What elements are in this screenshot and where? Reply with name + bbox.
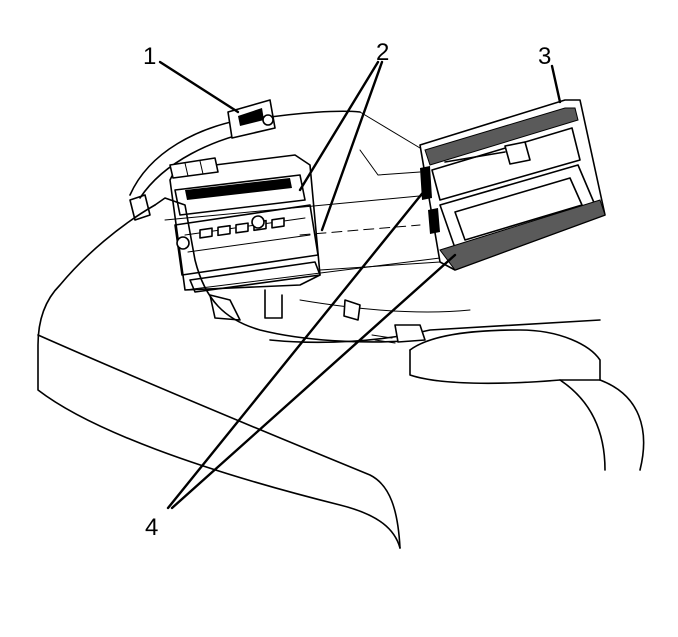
callout-2: 2 (376, 39, 389, 66)
callout-1: 1 (143, 43, 156, 70)
leader-lines (158, 60, 562, 510)
dashboard-body (37, 194, 645, 549)
trim-bezel (419, 99, 606, 271)
radio-cavity (164, 154, 441, 321)
leader-4a (166, 188, 427, 510)
leader-2a (298, 60, 380, 192)
wiring-harness (129, 99, 361, 199)
leader-1 (158, 60, 240, 114)
alignment-lines (299, 111, 441, 271)
callout-4: 4 (145, 514, 158, 541)
callout-3: 3 (538, 43, 551, 70)
leader-3 (550, 64, 562, 104)
radio-buttons (199, 217, 285, 239)
leader-4b (170, 253, 457, 510)
leader-2b (320, 60, 384, 232)
callouts: 1 2 3 4 (143, 39, 551, 541)
